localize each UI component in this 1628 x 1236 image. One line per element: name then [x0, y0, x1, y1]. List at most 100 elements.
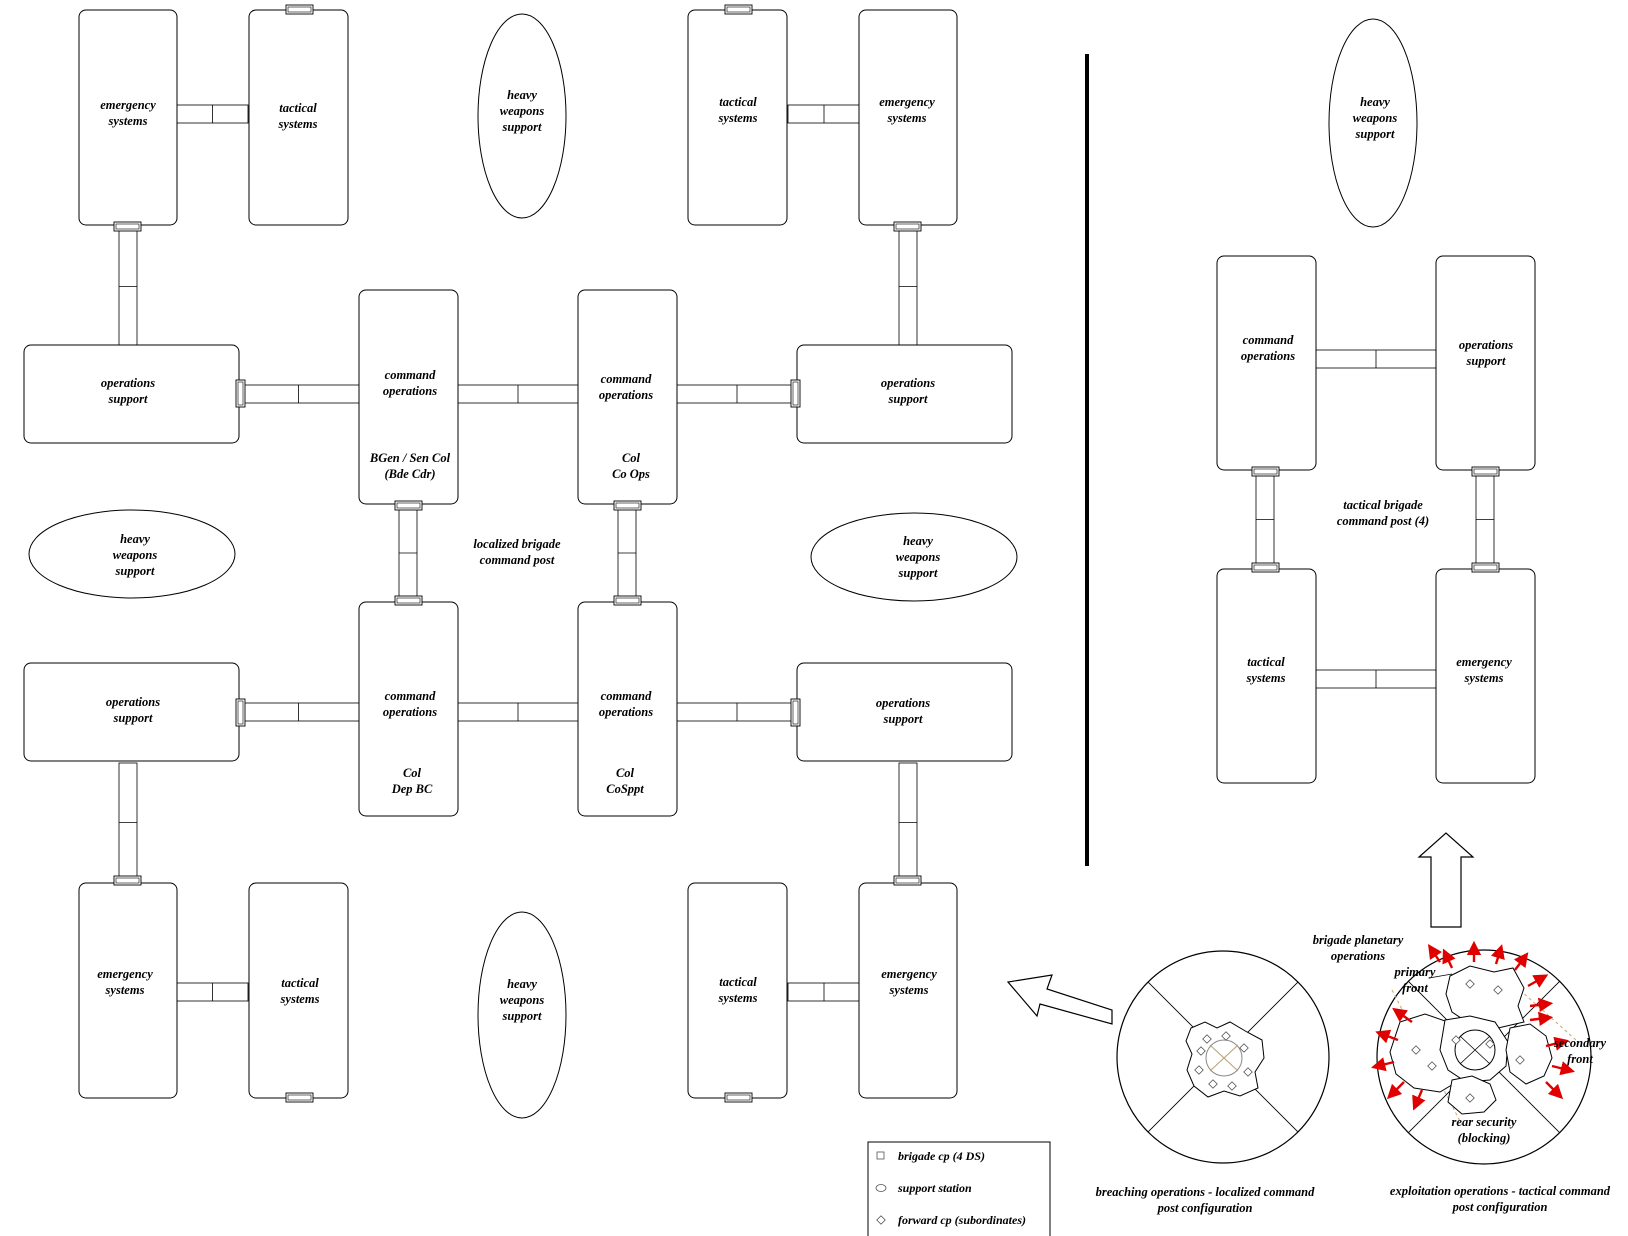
tactical-systems-label-line: systems: [1246, 671, 1286, 685]
operations-support-label-line: support: [108, 392, 148, 406]
emergency-systems-label-line: systems: [105, 983, 145, 997]
door-marker: [893, 221, 922, 232]
square-icon: [876, 1151, 885, 1160]
operations-support-label-line: support: [113, 711, 153, 725]
tactical-systems-label-line: systems: [718, 111, 758, 125]
operations-support-label-line: operations: [1459, 338, 1513, 352]
heavy-weapons-support-label-line: weapons: [500, 993, 545, 1007]
heavy-weapons-support-label-line: weapons: [113, 548, 158, 562]
door-marker: [285, 4, 314, 15]
red-advance-arrow: [1375, 1029, 1399, 1044]
door-marker: [113, 221, 142, 232]
connector: [787, 104, 861, 124]
emergency-systems-label: emergency systems: [1456, 655, 1512, 685]
heavy-weapons-support-ellipse: [810, 512, 1018, 602]
command-role-label-line: Dep BC: [391, 782, 433, 796]
localized-cp-caption-line: localized brigade: [473, 537, 561, 551]
tactical-systems-label: tactical systems: [278, 101, 318, 131]
command-role-label-line: Co Ops: [612, 467, 650, 481]
emergency-systems-label-line: systems: [108, 114, 148, 128]
connector: [787, 982, 861, 1002]
tactical-systems-label-line: systems: [718, 991, 758, 1005]
door-marker: [235, 379, 246, 408]
emergency-systems-label-line: emergency: [1456, 655, 1512, 669]
legend-label: support station: [897, 1181, 972, 1195]
door-marker: [724, 1092, 753, 1103]
exploitation-operations-caption: exploitation operations - tactical comma…: [1390, 1184, 1611, 1214]
command-operations-label-line: command: [385, 689, 436, 703]
breaching-operations-caption-line: breaching operations - localized command: [1096, 1185, 1316, 1199]
emergency-systems-label-line: systems: [1464, 671, 1504, 685]
red-advance-arrow: [1513, 952, 1529, 971]
exploitation-operations-caption-line: post configuration: [1452, 1200, 1548, 1214]
door-marker: [235, 698, 246, 727]
tactical-systems-label-line: tactical: [279, 101, 317, 115]
operations-support-label-line: support: [883, 712, 923, 726]
planetary-operations-title-line: brigade planetary: [1313, 933, 1404, 947]
tactical-systems-label-line: systems: [280, 992, 320, 1006]
connector: [676, 384, 798, 404]
door-marker: [790, 698, 801, 727]
heavy-weapons-support-label-line: heavy: [120, 532, 150, 546]
heavy-weapons-support-label-line: support: [898, 566, 938, 580]
command-role-label-line: Col: [616, 766, 635, 780]
up-arrow-icon: [1417, 832, 1475, 928]
breaching-operations-caption-line: post configuration: [1157, 1201, 1253, 1215]
connector: [1315, 669, 1437, 689]
secondary-front-label-line: secondary: [1553, 1036, 1607, 1050]
operations-support-label-line: support: [1466, 354, 1506, 368]
red-advance-arrow: [1527, 974, 1549, 988]
connector: [457, 384, 579, 404]
command-operations-label-line: command: [1243, 333, 1294, 347]
legend-item: brigade cp (4 DS): [876, 1149, 985, 1163]
heavy-weapons-support-label-line: weapons: [896, 550, 941, 564]
planetary-operations-title-line: operations: [1331, 949, 1385, 963]
heavy-weapons-support-label-line: heavy: [903, 534, 933, 548]
planetary-operations-title: brigade planetary operations: [1313, 933, 1404, 963]
command-role-label-line: BGen / Sen Col: [369, 451, 451, 465]
command-role-label-line: Col: [403, 766, 422, 780]
red-advance-arrow: [1392, 1007, 1413, 1023]
red-advance-arrow: [1551, 1061, 1575, 1076]
operations-support-label: operations support: [106, 695, 160, 725]
door-marker: [613, 500, 642, 511]
door-marker: [285, 1092, 314, 1103]
left-arrow-icon: [1006, 974, 1113, 1025]
emergency-systems-label-line: emergency: [881, 967, 937, 981]
heavy-weapons-support-ellipse: [28, 509, 236, 599]
command-role-label: BGen / Sen Col(Bde Cdr): [369, 451, 451, 481]
command-operations-label-line: command: [601, 372, 652, 386]
rear-security-zone: [1447, 1075, 1497, 1115]
breaching-operations-circle: [1116, 950, 1330, 1164]
door-marker: [394, 500, 423, 511]
heavy-weapons-support-label: heavy weapons support: [896, 534, 941, 580]
command-operations-label-line: command: [385, 368, 436, 382]
connector: [1315, 349, 1437, 369]
command-operations-label-line: operations: [1241, 349, 1295, 363]
connector: [118, 762, 138, 883]
command-operations-label-line: operations: [383, 705, 437, 719]
red-advance-arrow: [1428, 944, 1442, 963]
command-operations-label-line: command: [601, 689, 652, 703]
door-marker: [1251, 562, 1280, 573]
tactical-systems-label-line: systems: [278, 117, 318, 131]
exploitation-operations-caption-line: exploitation operations - tactical comma…: [1390, 1184, 1611, 1198]
operations-support-label-line: operations: [106, 695, 160, 709]
rear-security-label-line: rear security: [1452, 1115, 1517, 1129]
secondary-front-label-line: front: [1567, 1052, 1593, 1066]
connector: [118, 227, 138, 346]
door-marker: [893, 875, 922, 886]
